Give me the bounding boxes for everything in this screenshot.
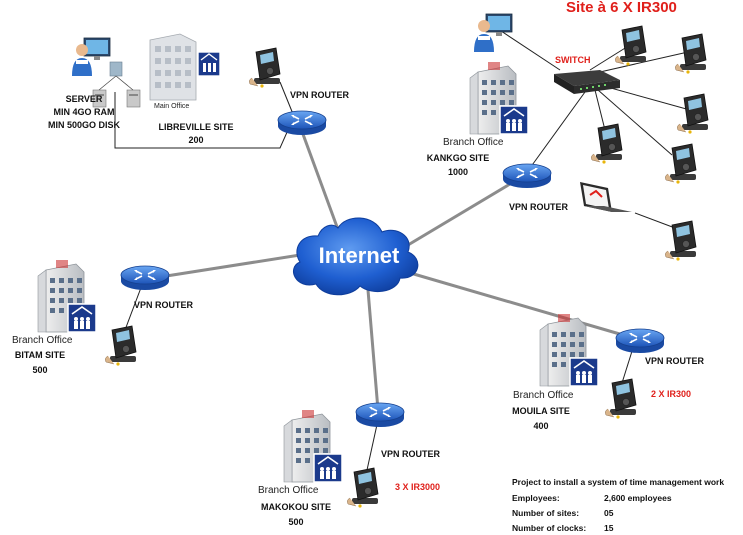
internet-label: Internet bbox=[319, 243, 400, 268]
kankgo-group: Branch Office KANKGO SITE 1000 VPN ROUTE… bbox=[427, 13, 709, 262]
link-server-main-router bbox=[114, 92, 289, 149]
kankgo-router-icon bbox=[502, 163, 552, 189]
link-kankgo-router-switch bbox=[529, 91, 586, 169]
kankgo-office-label: Branch Office bbox=[443, 137, 504, 148]
server-ram: MIN 4GO RAM bbox=[53, 107, 114, 117]
kankgo-router-label: VPN ROUTER bbox=[509, 202, 569, 212]
site-title: Site à 6 X IR300 bbox=[566, 0, 677, 16]
link-main-internet bbox=[298, 125, 342, 236]
kankgo-clock-icon-3 bbox=[676, 93, 709, 135]
link-bitam-router-clock bbox=[124, 284, 143, 331]
bitam-site: BITAM SITE bbox=[15, 350, 65, 360]
kankgo-site: KANKGO SITE bbox=[427, 153, 490, 163]
kankgo-clock-icon-1 bbox=[614, 25, 647, 67]
makokou-group: Branch Office MAKOKOU SITE 500 VPN ROUTE… bbox=[258, 402, 441, 527]
makokou-router-label: VPN ROUTER bbox=[381, 449, 441, 459]
link-bitam-internet bbox=[159, 253, 301, 279]
bitam-router-label: VPN ROUTER bbox=[134, 300, 194, 310]
mouila-group: Branch Office MOUILA SITE 400 VPN ROUTER… bbox=[512, 313, 705, 431]
link-main-router-clock bbox=[279, 81, 294, 115]
makokou-office-label: Branch Office bbox=[258, 485, 319, 496]
mouila-router-label: VPN ROUTER bbox=[645, 356, 705, 366]
main-office-router-icon bbox=[277, 110, 327, 136]
network-links bbox=[159, 125, 631, 411]
link-kankgo-internet bbox=[407, 176, 521, 247]
server-disk: MIN 500GO DISK bbox=[48, 120, 121, 130]
bitam-router-icon bbox=[120, 265, 170, 291]
mouila-clocks: 2 X IR300 bbox=[651, 389, 691, 399]
main-office-count: 200 bbox=[188, 135, 203, 145]
switch-icon bbox=[554, 70, 620, 94]
main-office-router-label: VPN ROUTER bbox=[290, 90, 350, 100]
makokou-count: 500 bbox=[288, 517, 303, 527]
kankgo-clock-icon-4 bbox=[590, 123, 623, 165]
link-switch-clock-3 bbox=[599, 84, 691, 111]
bitam-building-icon bbox=[37, 259, 97, 333]
info-label-sites: Number of sites: bbox=[512, 508, 579, 518]
server-name: SERVER bbox=[66, 94, 103, 104]
kankgo-count: 1000 bbox=[448, 167, 468, 177]
switch-label: SWITCH bbox=[555, 55, 591, 65]
makokou-building-icon bbox=[283, 409, 343, 483]
info-value-employees: 2,600 employees bbox=[604, 493, 672, 503]
mouila-router-icon bbox=[615, 328, 665, 354]
server-icon bbox=[92, 61, 141, 108]
makokou-site: MAKOKOU SITE bbox=[261, 502, 331, 512]
link-switch-clock-1 bbox=[589, 44, 631, 71]
server-group: SERVER MIN 4GO RAM MIN 500GO DISK bbox=[48, 37, 141, 130]
main-office-label: Main Office bbox=[154, 103, 189, 110]
project-info-heading: Project to install a system of time mana… bbox=[512, 477, 724, 487]
main-office-building-icon bbox=[149, 33, 221, 101]
main-office-clock-icon bbox=[248, 47, 281, 89]
kankgo-clock-icon-6 bbox=[664, 220, 697, 262]
laptop-icon bbox=[580, 182, 632, 212]
mouila-clock-icon bbox=[604, 378, 637, 420]
project-info: Project to install a system of time mana… bbox=[512, 477, 724, 533]
bitam-clock-icon bbox=[104, 325, 137, 367]
kankgo-building-icon bbox=[469, 61, 529, 135]
admin-user-icon bbox=[71, 37, 111, 77]
link-switch-clock-5 bbox=[597, 89, 673, 156]
kankgo-clock-icon-5 bbox=[664, 143, 697, 185]
internet-cloud: Internet bbox=[293, 217, 419, 296]
link-makokou-router-clock bbox=[366, 419, 379, 471]
link-switch-clock-4 bbox=[594, 89, 606, 131]
bitam-group: Branch Office BITAM SITE 500 VPN ROUTER bbox=[12, 259, 194, 375]
bitam-office-label: Branch Office bbox=[12, 335, 73, 346]
kankgo-user-icon bbox=[473, 13, 513, 53]
mouila-site: MOUILA SITE bbox=[512, 406, 570, 416]
info-label-clocks: Number of clocks: bbox=[512, 523, 586, 533]
bitam-count: 500 bbox=[32, 365, 47, 375]
makokou-clock-icon bbox=[346, 467, 379, 509]
makokou-router-icon bbox=[355, 402, 405, 428]
link-mouila-router-clock bbox=[621, 347, 634, 384]
link-switch-user bbox=[494, 26, 561, 71]
info-value-clocks: 15 bbox=[604, 523, 614, 533]
link-makokou-internet bbox=[366, 289, 380, 411]
main-office-site: LIBREVILLE SITE bbox=[158, 122, 233, 132]
makokou-clocks: 3 X IR3000 bbox=[395, 482, 440, 492]
mouila-office-label: Branch Office bbox=[513, 390, 574, 401]
link-laptop-clock bbox=[634, 212, 676, 229]
main-office-group: Main Office LIBREVILLE SITE 200 VPN ROUT… bbox=[149, 33, 350, 145]
local-links bbox=[114, 26, 691, 471]
info-label-employees: Employees: bbox=[512, 493, 560, 503]
info-value-sites: 05 bbox=[604, 508, 614, 518]
mouila-count: 400 bbox=[533, 421, 548, 431]
link-mouila-internet bbox=[399, 268, 631, 339]
